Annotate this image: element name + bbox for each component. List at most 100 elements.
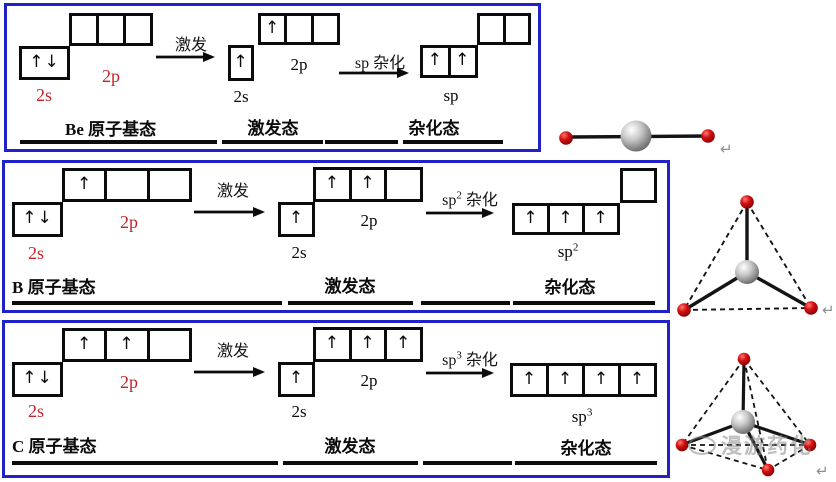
arrow-label-base: sp (354, 55, 370, 72)
orbital-cell: ↑ (228, 45, 254, 81)
orbital-cell: ↑ (450, 45, 478, 78)
orbital-cell (149, 168, 192, 202)
label-2s-excited: 2s (291, 402, 307, 421)
orbital-cell: ↑ (313, 327, 352, 362)
label-2s-ground: 2s (27, 401, 45, 421)
arrow-label-sup: 3 (456, 349, 462, 362)
label-2p-ground: 2p (120, 372, 138, 392)
orbital-group-2s-ground-c: ↑↓ (12, 362, 63, 397)
center-atom (620, 120, 652, 152)
excite-arrow-label: 激发 (216, 343, 250, 360)
orbital-group-2s-excited-be: ↑ (228, 45, 254, 81)
linear-molecule (559, 120, 715, 152)
excite-arrow-label: 激发 (216, 183, 250, 200)
orbital-cell: ↑ (107, 328, 150, 362)
orbital-cell (69, 13, 99, 46)
orbital-cell: ↑ (387, 327, 424, 362)
excited-state-title: 激发态 (324, 277, 376, 296)
return-mark: ↵ (720, 140, 733, 158)
orbital-cell (287, 13, 314, 45)
outer-atom (740, 195, 754, 209)
orbital-group-sp2-hybrid-b: ↑ ↑ ↑ (512, 203, 620, 235)
orbital-group-sp3-hybrid-c: ↑ ↑ ↑ ↑ (510, 363, 657, 397)
outer-atom (701, 129, 715, 143)
outer-atom (737, 352, 751, 366)
panel-b-sp2 (2, 160, 670, 313)
trigonal-molecule (677, 195, 818, 317)
excited-state-title: 激发态 (324, 437, 376, 456)
watermark: 漫游药化 (688, 430, 813, 460)
orbital-cell: ↑ (585, 363, 621, 397)
hybridize-arrow-label: sp2 杂化 (442, 186, 498, 210)
hybrid-state-title: 杂化态 (544, 278, 596, 297)
label-2s-excited: 2s (233, 87, 249, 106)
orbital-cell: ↑ (278, 202, 315, 237)
orbital-cell: ↑ (420, 45, 451, 78)
arrow-label-sup: 2 (456, 189, 462, 202)
orbital-cell (99, 13, 126, 46)
arrow-label-post: 杂化 (461, 192, 498, 209)
hybrid-state-title: 杂化态 (408, 119, 460, 138)
ground-state-title: C 原子基态 (12, 437, 97, 456)
arrow-label-base: sp (442, 192, 457, 209)
orbital-cell (107, 168, 150, 202)
orbital-cell: ↑ (278, 362, 315, 397)
excited-state-title: 激发态 (247, 119, 299, 138)
ground-state-title: B 原子基态 (12, 278, 96, 297)
hybridize-arrow-label: sp 杂化 (355, 49, 405, 73)
orbital-cell (126, 13, 153, 46)
label-sp-hybrid: sp (443, 86, 458, 106)
orbital-cell (477, 13, 506, 45)
label-2p-ground: 2p (120, 212, 138, 232)
return-mark: ↵ (822, 301, 835, 319)
orbital-cell: ↑ (351, 327, 388, 362)
orbital-cell (387, 167, 424, 202)
arrow-label-base: sp (442, 352, 457, 369)
label-2s-ground: 2s (35, 85, 53, 105)
orbital-cell: ↑ (621, 363, 657, 397)
hybrid-label-sup: 3 (586, 406, 593, 419)
ground-state-title: Be 原子基态 (65, 120, 157, 139)
arrow-label-post: 杂化 (369, 55, 406, 72)
watermark-text: 漫游药化 (721, 434, 813, 458)
orbital-group-2p-excited-b: ↑ ↑ (313, 167, 424, 202)
outer-atom (559, 131, 573, 145)
hybrid-label-sup: 2 (572, 241, 579, 254)
orbital-cell: ↑ (510, 363, 549, 397)
orbital-group-2p-ground-be (69, 13, 153, 46)
panel-be-sp (4, 3, 541, 152)
orbital-cell: ↑ (512, 203, 550, 235)
orbital-cell: ↑ (550, 203, 585, 235)
orbital-cell: ↑ (258, 13, 288, 45)
orbital-cell (505, 13, 531, 45)
orbital-cell (620, 168, 657, 203)
outer-atom (677, 303, 691, 317)
orbital-cell: ↑↓ (12, 362, 63, 397)
orbital-group-2s-excited-c: ↑ (278, 362, 315, 397)
orbital-group-p-remaining-b (620, 168, 657, 203)
orbital-cell: ↑ (585, 203, 620, 235)
orbital-cell: ↑ (351, 167, 388, 202)
orbital-group-p-remaining-be (477, 13, 531, 45)
label-sp2-hybrid: sp2 (558, 242, 579, 262)
orbital-group-2p-excited-c: ↑ ↑ ↑ (313, 327, 424, 362)
orbital-cell: ↑ (62, 328, 108, 362)
orbital-cell (313, 13, 340, 45)
hybrid-label-base: sp (571, 407, 587, 426)
hybridize-arrow-label: sp3 杂化 (442, 346, 498, 370)
label-2s-excited: 2s (291, 243, 307, 262)
label-2s-ground: 2s (27, 243, 45, 263)
hybrid-state-title: 杂化态 (560, 439, 612, 458)
label-2p-excited: 2p (360, 371, 378, 390)
orbital-group-2p-excited-be: ↑ (258, 13, 340, 45)
orbital-cell: ↑ (313, 167, 352, 202)
arrow-label-post: 杂化 (461, 352, 498, 369)
orbital-group-2p-ground-c: ↑ ↑ (62, 328, 192, 362)
outer-atom (761, 463, 775, 477)
excite-arrow-label: 激发 (174, 37, 208, 54)
orbital-cell: ↑↓ (19, 46, 70, 80)
orbital-group-2s-ground-b: ↑↓ (12, 202, 63, 237)
label-2p-excited: 2p (360, 211, 378, 230)
panel-c-sp3 (2, 320, 670, 478)
